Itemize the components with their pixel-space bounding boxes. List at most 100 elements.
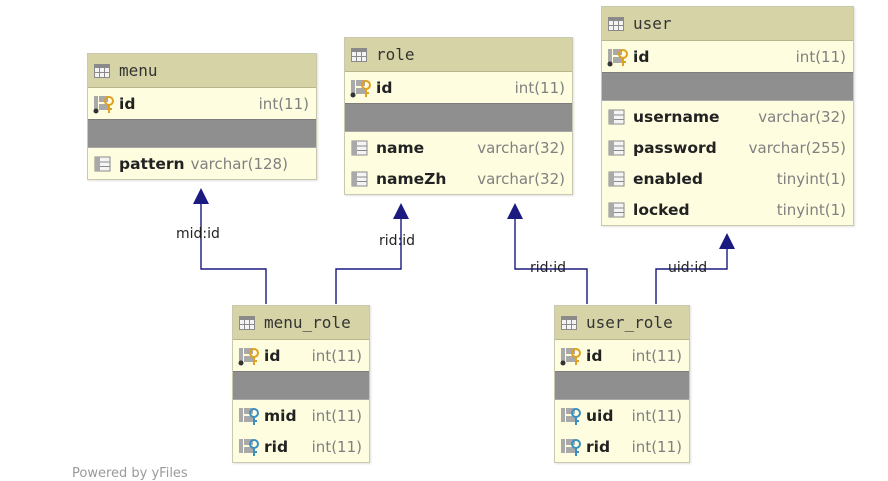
primary-key-icon (607, 48, 628, 66)
column-row[interactable]: id int(11) (233, 340, 369, 371)
table-menu_role[interactable]: menu_role id int(11) mid int(11) rid int… (232, 305, 370, 463)
column-name: rid (586, 437, 611, 456)
column-icon (94, 156, 111, 171)
column-row[interactable]: enabled tinyint(1) (602, 163, 853, 194)
table-name: menu_role (264, 313, 351, 332)
foreign-key-icon (561, 407, 581, 425)
table-name: user (633, 14, 672, 33)
separator (345, 103, 572, 132)
primary-key-icon (560, 347, 581, 365)
table-name: menu (119, 61, 158, 80)
column-name: locked (633, 200, 690, 219)
table-menu[interactable]: menu id int(11) pattern varchar(128) (87, 53, 317, 180)
primary-key-icon (350, 79, 371, 97)
column-name: username (633, 107, 720, 126)
table-header[interactable]: role (345, 38, 572, 72)
table-user[interactable]: user id int(11) username varchar(32) pas… (601, 6, 854, 226)
powered-by-footer: Powered by yFiles (72, 466, 188, 481)
arrowhead-role-left (393, 203, 409, 219)
column-row[interactable]: id int(11) (555, 340, 689, 371)
column-row[interactable]: id int(11) (602, 41, 853, 72)
column-icon (351, 140, 368, 155)
table-role[interactable]: role id int(11) name varchar(32) nameZh … (344, 37, 573, 195)
column-name: id (264, 346, 281, 365)
column-type: varchar(255) (748, 138, 846, 157)
separator (555, 371, 689, 400)
column-name: nameZh (376, 169, 447, 188)
edge-menu_role-role[interactable] (335, 219, 402, 304)
column-type: int(11) (631, 406, 682, 425)
edge-label-rid-id-user-role: rid:id (530, 260, 567, 276)
table-icon (561, 315, 577, 330)
column-type: int(11) (311, 406, 362, 425)
column-name: uid (586, 406, 614, 425)
column-row[interactable]: password varchar(255) (602, 132, 853, 163)
column-name: id (586, 346, 603, 365)
edge-label-mid-id: mid:id (176, 226, 220, 242)
column-type: tinyint(1) (776, 200, 846, 219)
column-type: int(11) (311, 346, 362, 365)
column-type: varchar(32) (477, 138, 565, 157)
column-row[interactable]: mid int(11) (233, 400, 369, 431)
column-icon (608, 202, 625, 217)
edge-label-rid-id-menu-role: rid:id (379, 233, 416, 249)
table-header[interactable]: user (602, 7, 853, 41)
separator (88, 119, 316, 148)
column-type: int(11) (795, 47, 846, 66)
table-icon (94, 63, 110, 78)
table-icon (351, 47, 367, 62)
column-name: id (376, 78, 393, 97)
column-type: varchar(32) (758, 107, 846, 126)
column-row[interactable]: locked tinyint(1) (602, 194, 853, 225)
column-name: mid (264, 406, 297, 425)
column-type: varchar(32) (477, 169, 565, 188)
table-icon (608, 16, 624, 31)
column-type: int(11) (514, 78, 565, 97)
table-header[interactable]: user_role (555, 306, 689, 340)
column-icon (608, 140, 625, 155)
column-row[interactable]: pattern varchar(128) (88, 148, 316, 179)
primary-key-icon (238, 347, 259, 365)
edge-user_role-user[interactable] (655, 249, 728, 304)
column-row[interactable]: name varchar(32) (345, 132, 572, 163)
column-icon (351, 171, 368, 186)
column-name: rid (264, 437, 289, 456)
table-user_role[interactable]: user_role id int(11) uid int(11) rid int… (554, 305, 690, 463)
column-row[interactable]: id int(11) (345, 72, 572, 103)
column-type: int(11) (258, 94, 309, 113)
table-header[interactable]: menu_role (233, 306, 369, 340)
column-name: pattern (119, 154, 185, 173)
column-type: int(11) (311, 437, 362, 456)
column-type: tinyint(1) (776, 169, 846, 188)
column-row[interactable]: rid int(11) (233, 431, 369, 462)
table-header[interactable]: menu (88, 54, 316, 88)
column-row[interactable]: username varchar(32) (602, 101, 853, 132)
column-icon (608, 171, 625, 186)
column-name: enabled (633, 169, 704, 188)
edge-user_role-role[interactable] (514, 219, 588, 304)
column-row[interactable]: uid int(11) (555, 400, 689, 431)
column-type: varchar(128) (190, 154, 288, 173)
column-name: id (119, 94, 136, 113)
edge-label-uid-id: uid:id (668, 260, 708, 276)
table-icon (239, 315, 255, 330)
table-name: role (376, 45, 415, 64)
separator (233, 371, 369, 400)
arrowhead-menu (193, 188, 209, 204)
column-row[interactable]: nameZh varchar(32) (345, 163, 572, 194)
foreign-key-icon (239, 438, 259, 456)
column-name: name (376, 138, 425, 157)
arrowhead-role-right (507, 203, 523, 219)
arrowhead-user (719, 233, 735, 249)
column-row[interactable]: id int(11) (88, 88, 316, 119)
column-row[interactable]: rid int(11) (555, 431, 689, 462)
column-type: int(11) (631, 437, 682, 456)
column-icon (608, 109, 625, 124)
edge-menu_role-menu[interactable] (200, 204, 267, 304)
separator (602, 72, 853, 101)
foreign-key-icon (239, 407, 259, 425)
column-name: id (633, 47, 650, 66)
table-name: user_role (586, 313, 673, 332)
foreign-key-icon (561, 438, 581, 456)
